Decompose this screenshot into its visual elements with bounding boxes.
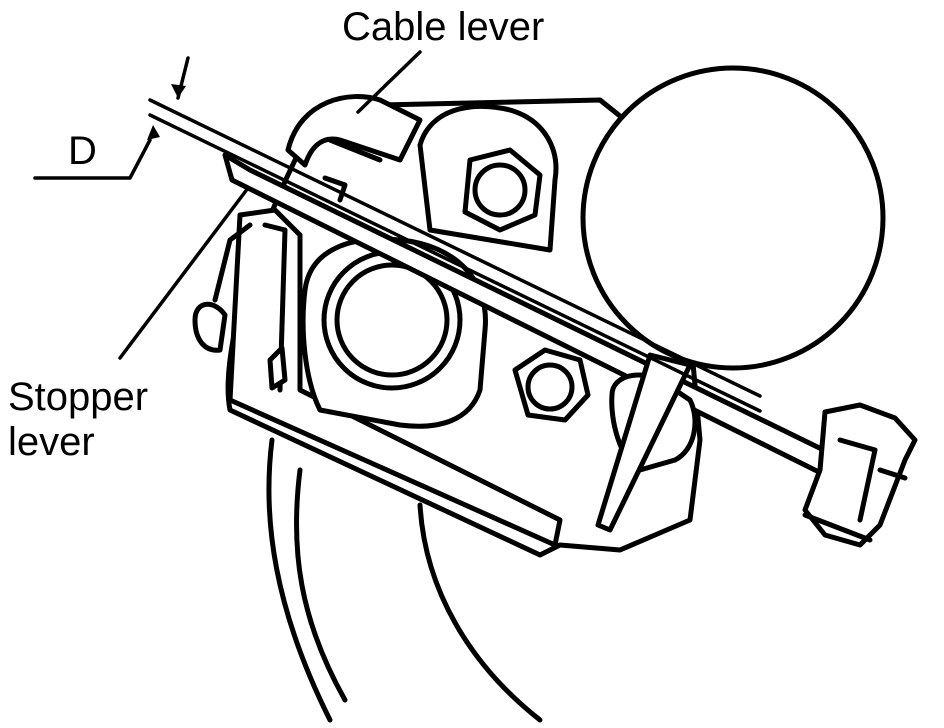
central-bore bbox=[300, 236, 488, 429]
lower-nut bbox=[512, 347, 591, 423]
stopper-lever-label-line2: lever bbox=[8, 420, 95, 464]
cable-lever-label: Cable lever bbox=[342, 5, 544, 49]
upper-boss bbox=[417, 103, 559, 253]
leader-lines bbox=[118, 50, 422, 360]
lever-clip bbox=[595, 352, 698, 533]
lever-end-fitting bbox=[802, 402, 918, 548]
stopper-lever-leader bbox=[118, 186, 250, 360]
bracket-plate bbox=[192, 207, 563, 548]
cable-lever-leader bbox=[356, 50, 422, 114]
cable-lever-hook bbox=[285, 94, 423, 168]
float-bowl bbox=[580, 65, 886, 371]
dimension-d-label: D bbox=[68, 129, 97, 173]
lower-body bbox=[266, 437, 543, 723]
stopper-lever-label-line1: Stopper bbox=[8, 375, 148, 419]
dimension-d bbox=[33, 56, 762, 413]
